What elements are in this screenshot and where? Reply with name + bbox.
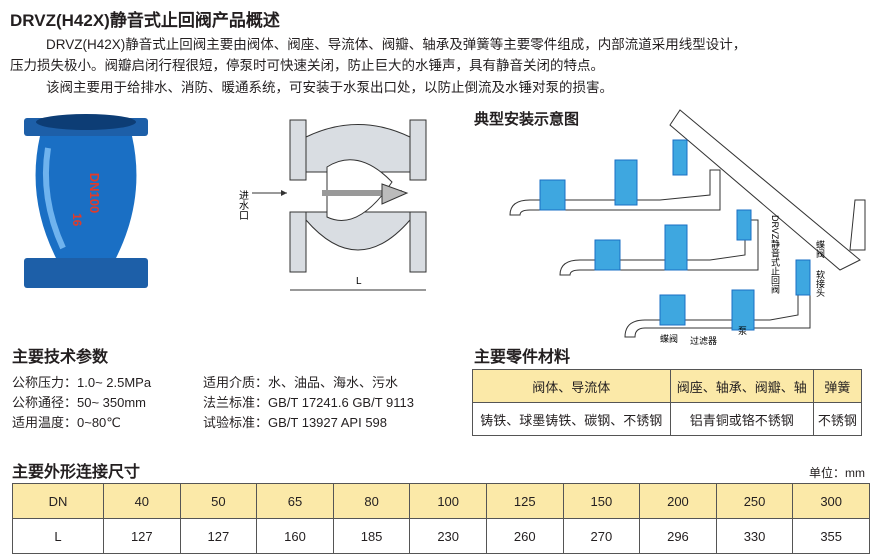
pump-label: 泵	[738, 326, 747, 336]
dn-value: 150	[562, 483, 641, 519]
materials-value: 不锈钢	[812, 402, 863, 436]
valve-marking-pn: 16	[70, 213, 84, 227]
flex-joint-label: 软接头	[815, 269, 825, 298]
l-value: 330	[715, 518, 794, 554]
l-value: 230	[409, 518, 487, 554]
drvz-valve-label: DRVZ静音式止回阀	[770, 215, 780, 294]
param-medium: 适用介质：水、油品、海水、污水	[203, 375, 399, 390]
l-value: 355	[792, 518, 870, 554]
install-diagram-title: 典型安装示意图	[474, 111, 580, 128]
materials-table: 阀体、导流体 阀座、轴承、阀瓣、轴 弹簧 铸铁、球墨铸铁、碳钢、不锈钢 铝青铜或…	[472, 369, 863, 436]
param-flange-standard: 法兰标准：GB/T 17241.6 GB/T 9113	[203, 395, 414, 410]
length-label: L	[356, 276, 362, 287]
l-value: 127	[103, 518, 181, 554]
materials-value: 铸铁、球墨铸铁、碳钢、不锈钢	[472, 402, 671, 436]
l-value: 296	[639, 518, 717, 554]
valve-marking-dn: DN100	[87, 173, 102, 213]
l-value: 260	[485, 518, 564, 554]
tech-params-title: 主要技术参数	[12, 349, 109, 366]
intro-line-1: DRVZ(H42X)静音式止回阀主要由阀体、阀座、导流体、阀瓣、轴承及弹簧等主要…	[46, 37, 747, 52]
materials-value: 铝青铜或铬不锈钢	[669, 402, 814, 436]
butterfly-valve-label: 蝶阀	[815, 239, 825, 259]
param-pressure: 公称压力：1.0~ 2.5MPa	[12, 375, 152, 390]
materials-title: 主要零件材料	[474, 349, 571, 366]
dn-value: 100	[409, 483, 487, 519]
valve-product-photo: DN100 16	[24, 114, 148, 288]
l-value: 185	[332, 518, 411, 554]
materials-header: 阀体、导流体	[472, 369, 671, 403]
param-temperature: 适用温度：0~80℃	[12, 415, 121, 430]
dn-value: 300	[792, 483, 870, 519]
materials-header-row: 阀体、导流体 阀座、轴承、阀瓣、轴 弹簧	[472, 369, 863, 403]
dn-label: DN	[12, 483, 104, 519]
dn-value: 80	[332, 483, 411, 519]
dn-value: 250	[715, 483, 794, 519]
valve-section-drawing: 进水口 L	[237, 119, 427, 291]
dn-value: 65	[256, 483, 334, 519]
param-test-standard: 试验标准：GB/T 13927 API 598	[203, 415, 388, 430]
l-value: 270	[562, 518, 641, 554]
materials-value-row: 铸铁、球墨铸铁、碳钢、不锈钢 铝青铜或铬不锈钢 不锈钢	[472, 402, 863, 436]
intro-line-3: 该阀主要用于给排水、消防、暖通系统，可安装于水泵出口处，以防止倒流及水锤对泵的损…	[46, 80, 613, 95]
dn-value: 50	[179, 483, 258, 519]
page-title: DRVZ(H42X)静音式止回阀产品概述	[10, 11, 280, 30]
unit-label: 单位：mm	[809, 466, 865, 480]
l-label: L	[12, 518, 104, 554]
l-value: 127	[179, 518, 258, 554]
butterfly-bottom-label: 蝶阀	[660, 333, 678, 344]
dn-value: 125	[485, 483, 564, 519]
materials-header: 弹簧	[812, 369, 863, 403]
intro-line-2: 压力损失极小。阀瓣启闭行程很短，停泵时可快速关闭，防止巨大的水锤声，具有静音关闭…	[10, 58, 604, 73]
materials-header: 阀座、轴承、阀瓣、轴	[669, 369, 814, 403]
dn-value: 200	[639, 483, 717, 519]
installation-diagram: DRVZ静音式止回阀 蝶阀 软接头 蝶阀 过滤器 泵	[509, 109, 866, 345]
param-diameter: 公称通径：50~ 350mm	[12, 395, 147, 410]
inlet-label: 进水口	[237, 190, 249, 220]
l-value: 160	[256, 518, 334, 554]
filter-label: 过滤器	[690, 335, 717, 345]
dn-value: 40	[103, 483, 181, 519]
dimensions-title: 主要外形连接尺寸	[12, 464, 141, 481]
